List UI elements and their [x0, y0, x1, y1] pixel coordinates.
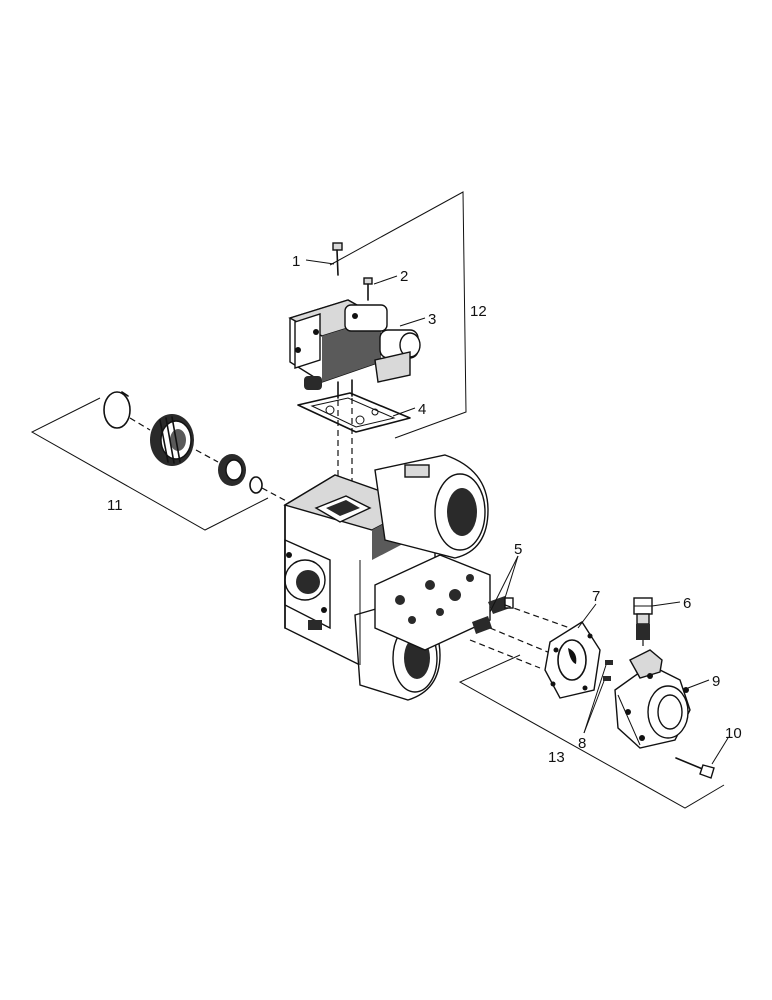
charge-pump-part-9: [614, 649, 691, 749]
bracket-group-11: [30, 397, 269, 531]
screw-part-2: [363, 277, 373, 301]
bolt-part-1: [332, 242, 343, 276]
callout-4: 4: [418, 401, 426, 418]
bracket-group-12: [329, 191, 467, 439]
leader-lines: [305, 259, 729, 765]
callout-11: 11: [107, 497, 123, 514]
callout-2: 2: [400, 268, 408, 285]
shaft-seal-part: [218, 454, 246, 486]
callout-8: 8: [578, 735, 586, 752]
callout-1: 1: [292, 253, 300, 270]
bearing-part: [150, 414, 194, 466]
callout-labels: 1 2 3 4 5 6 7 8 9 10 11 12 13: [107, 253, 742, 766]
pump-plate-part-7: [544, 621, 601, 699]
bracket-group-13: [458, 654, 725, 809]
callout-12: 12: [470, 303, 487, 320]
pump-housing: [283, 454, 491, 701]
retaining-ring: [103, 391, 131, 429]
control-valve-part-3: [288, 299, 421, 399]
pump-bolt-part-10: [675, 757, 715, 779]
callout-10: 10: [725, 725, 742, 742]
relief-valve-part-6: [633, 597, 653, 650]
callout-3: 3: [428, 311, 436, 328]
callout-7: 7: [592, 588, 600, 605]
callout-13: 13: [548, 749, 565, 766]
fitting-part-5: [472, 596, 514, 634]
dowel-pins-part-8: [603, 660, 613, 681]
o-ring-part: [249, 476, 263, 494]
callout-9: 9: [712, 673, 720, 690]
callout-5: 5: [514, 541, 522, 558]
callout-6: 6: [683, 595, 691, 612]
gasket-part-4: [297, 392, 411, 433]
